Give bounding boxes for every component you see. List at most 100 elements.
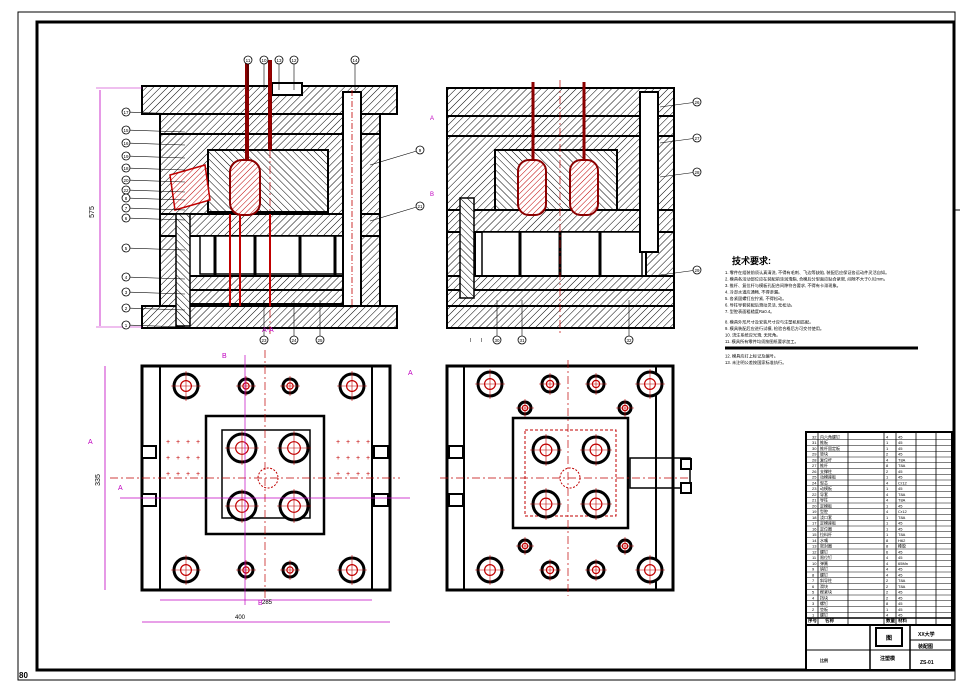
parts-cell: 16 <box>812 526 817 531</box>
side-balloon-bottom: 31 <box>517 300 527 345</box>
note-line: 7. 型腔表面粗糙度Ra0.4。 <box>725 308 774 315</box>
parts-cell: 8 <box>886 544 889 549</box>
cooling-marker: + <box>346 471 350 478</box>
front-slider-wedge <box>169 164 211 211</box>
parts-cell: 斜导柱 <box>820 577 832 583</box>
parts-cell: 限位钉 <box>820 554 832 560</box>
front-balloon-left-leader <box>125 307 186 311</box>
note-line: 6. 导柱导套装配后滑动灵活, 无松动。 <box>725 302 795 309</box>
front-balloon-left-leader <box>125 217 186 221</box>
parts-cell: 支撑柱 <box>820 468 832 474</box>
side-ejector-plate <box>446 289 675 307</box>
note-line: 2. 模具各活动部位应在装配前涂润滑脂, 合模后分型面应贴合紧密, 间隙不大于0… <box>725 276 888 283</box>
front-balloon-left-circle <box>121 320 131 330</box>
side-balloon-right: 26 <box>659 97 702 108</box>
parts-cell: 浇口套 <box>820 514 832 520</box>
front-balloon-left: 6 <box>121 213 186 223</box>
parts-cell: 23 <box>812 486 817 491</box>
cooling-marker: + <box>336 439 340 446</box>
parts-cell: 45 <box>898 549 903 554</box>
side-core-part-left <box>517 159 547 216</box>
front-balloon-bottom-label: 23 <box>261 338 267 343</box>
parts-cell: 1 <box>812 613 815 618</box>
front-balloon-bottom-circle <box>315 335 325 345</box>
parts-cell: 水嘴 <box>820 537 828 543</box>
side-balloon-right-label: 29 <box>694 268 700 273</box>
note-line: 12. 模具应打上标记及编号。 <box>725 353 778 360</box>
plan-left-cavity-inner <box>221 429 311 519</box>
parts-cell: T8A <box>898 515 906 520</box>
front-balloon-left: 2 <box>121 303 186 313</box>
front-height-dimension: 575 <box>89 206 96 218</box>
front-balloon-top: 14 <box>350 55 360 90</box>
title-block-marker-box <box>875 627 903 647</box>
parts-cell: 2 <box>886 452 889 457</box>
front-balloon-top-circle <box>350 55 360 65</box>
parts-cell: 22 <box>812 492 817 497</box>
parts-cell: 17 <box>812 521 817 526</box>
side-balloon-bottom-label: 32 <box>626 338 632 343</box>
side-balloon-bottom-circle <box>492 335 502 345</box>
front-balloon-left-leader <box>125 179 186 183</box>
title-block-marker: 图 <box>886 634 892 642</box>
side-balloon-bottom: 32 <box>624 300 634 345</box>
front-balloon-top: 11 <box>243 55 253 90</box>
front-balloon-left-circle <box>121 107 131 117</box>
parts-cell: 动模板 <box>820 485 832 491</box>
plan-mark-a-right: A <box>408 370 413 377</box>
side-bottom-mark: I <box>481 338 482 344</box>
front-balloon-left-circle <box>121 203 131 213</box>
parts-cell: 1 <box>886 521 889 526</box>
front-balloon-bottom-circle <box>289 335 299 345</box>
front-balloon-bottom: 23 <box>259 300 269 345</box>
parts-cell: 1 <box>886 475 889 480</box>
parts-cell: 45 <box>898 613 903 618</box>
front-balloon-right-circle <box>415 201 425 211</box>
side-lug <box>448 445 464 459</box>
parts-cell: 2 <box>886 595 889 600</box>
front-balloons-bottom: 23 24 25 <box>259 300 325 345</box>
front-balloon-bottom: 25 <box>315 300 325 345</box>
front-balloon-right-leader <box>369 149 421 166</box>
parts-cell: 复位杆 <box>820 456 832 462</box>
parts-cell: 24 <box>812 480 817 485</box>
front-balloon-left: 16 <box>121 138 186 148</box>
front-balloon-left-leader <box>125 142 186 146</box>
parts-cell: 销钉 <box>820 566 828 572</box>
side-balloon-right: 27 <box>659 133 702 144</box>
side-return-pin <box>459 197 475 299</box>
cooling-marker: + <box>196 439 200 446</box>
parts-cell: 45 <box>898 555 903 560</box>
parts-cell: 45 <box>898 486 903 491</box>
parts-cell: 45 <box>898 567 903 572</box>
front-balloon-left-leader <box>125 291 186 295</box>
front-balloon-right: 9 <box>369 145 425 166</box>
parts-cell: 型腔 <box>820 508 828 514</box>
front-balloon-bottom: 24 <box>289 300 299 345</box>
parts-cell: 推杆 <box>820 462 828 468</box>
parts-cell: 螺钉 <box>820 612 828 618</box>
front-balloon-right-label: 21 <box>417 204 423 209</box>
parts-cell: 定位圈 <box>820 525 832 531</box>
parts-cell: 4 <box>886 572 889 577</box>
title-block-assembly: 装配图 <box>917 643 933 650</box>
cooling-marker: + <box>186 455 190 462</box>
parts-cell: 20 <box>812 503 817 508</box>
plan-right-cavity-inner <box>524 429 617 517</box>
side-lug <box>448 493 464 507</box>
front-balloon-top-label: 13 <box>276 58 282 63</box>
front-balloon-left-label: 15 <box>123 128 129 133</box>
parts-header: 名称 <box>825 617 834 624</box>
cooling-marker: + <box>366 471 370 478</box>
parts-cell: 1 <box>886 526 889 531</box>
parts-cell: 45 <box>898 572 903 577</box>
front-balloon-left-leader <box>125 207 186 211</box>
plan-height-dimension: 335 <box>95 474 102 486</box>
parts-cell: 45 <box>898 469 903 474</box>
side-top-clamp-plate <box>446 87 675 117</box>
side-balloon-bottom: 30 <box>492 300 502 345</box>
parts-cell: 2 <box>886 584 889 589</box>
front-balloon-left-leader <box>125 189 186 193</box>
